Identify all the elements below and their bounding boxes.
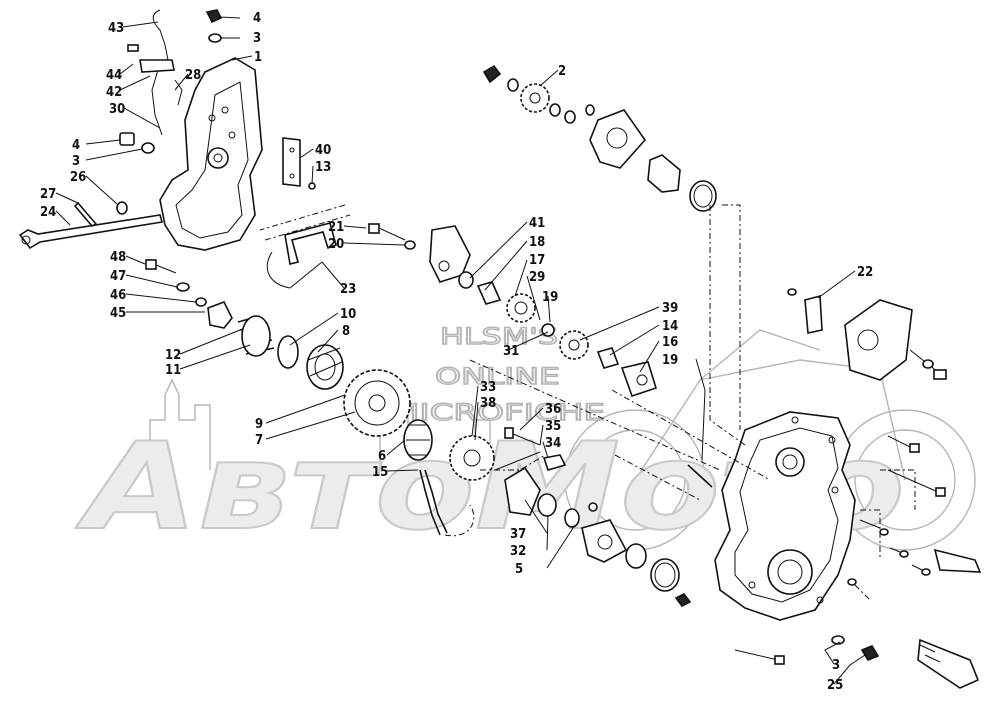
sensor-bracket-22 [787, 288, 947, 381]
callout-31: 31 [503, 344, 519, 359]
callout-26: 26 [70, 170, 86, 185]
callout-15: 15 [372, 465, 388, 480]
callout-3-left: 3 [72, 154, 80, 169]
callout-19-upper: 19 [542, 290, 558, 305]
callout-21: 21 [328, 220, 344, 235]
callout-18: 18 [529, 235, 545, 250]
callout-3-top: 3 [253, 31, 261, 46]
callout-38: 38 [480, 396, 496, 411]
callout-13: 13 [315, 160, 331, 175]
callout-46: 46 [110, 288, 126, 303]
tensioner-36-34 [504, 427, 567, 471]
output-shafts [917, 548, 982, 689]
drive-chain-15 [419, 469, 475, 537]
callout-6: 6 [378, 449, 386, 464]
callout-25: 25 [827, 678, 843, 693]
callout-36: 36 [545, 402, 561, 417]
callout-7: 7 [255, 433, 263, 448]
callout-28: 28 [185, 68, 201, 83]
seal-group-37-5 [504, 466, 680, 592]
parts [18, 9, 982, 689]
bearing-ring-group [277, 335, 344, 390]
callout-37: 37 [510, 527, 526, 542]
callout-4-left: 4 [72, 138, 80, 153]
callout-23: 23 [340, 282, 356, 297]
callout-35: 35 [545, 419, 561, 434]
small-gear-6 [403, 419, 433, 461]
left-bolt-washer [119, 132, 155, 154]
callout-17: 17 [529, 253, 545, 268]
callout-30: 30 [109, 102, 125, 117]
callout-10: 10 [340, 307, 356, 322]
callout-14: 14 [662, 319, 678, 334]
callout-8: 8 [342, 324, 350, 339]
top-bolt-washer [205, 9, 223, 43]
main-gearcase [714, 411, 856, 621]
callout-24: 24 [40, 205, 56, 220]
callout-39: 39 [662, 301, 678, 316]
watermark-line-2: ONLINE [435, 365, 560, 390]
bolt-21-20 [368, 223, 416, 250]
callout-29: 29 [529, 270, 545, 285]
callout-19-lower: 19 [662, 353, 678, 368]
callout-32: 32 [510, 544, 526, 559]
callout-leaders [55, 16, 866, 685]
bolt-stack-48-45 [145, 259, 233, 329]
callout-3-bottom: 3 [832, 658, 840, 673]
shaft-and-pin [18, 201, 164, 250]
callout-11: 11 [165, 363, 181, 378]
callout-1: 1 [254, 50, 262, 65]
callout-44: 44 [106, 68, 122, 83]
callout-2: 2 [558, 64, 566, 79]
bracket-plate [282, 137, 316, 190]
large-sprocket-7 [343, 369, 411, 437]
watermark-line-1: HLSM'S [440, 325, 558, 350]
callout-45: 45 [110, 306, 126, 321]
callout-34: 34 [545, 436, 561, 451]
callout-48: 48 [110, 250, 126, 265]
callout-41: 41 [529, 216, 545, 231]
callout-27: 27 [40, 187, 56, 202]
clutch-spring [237, 315, 275, 357]
chaincase-cover [159, 57, 263, 251]
callout-43: 43 [108, 21, 124, 36]
callout-40: 40 [315, 143, 331, 158]
idler-group [458, 271, 657, 398]
callout-47: 47 [110, 269, 126, 284]
callout-labels: 43 4 3 1 44 28 42 30 4 3 40 13 26 27 24 … [40, 11, 873, 693]
callout-33: 33 [480, 380, 496, 395]
guide-lines [259, 204, 916, 601]
callout-5: 5 [515, 562, 523, 577]
callout-22: 22 [857, 265, 873, 280]
sprocket-33-38 [449, 435, 541, 481]
spring-clip [264, 214, 351, 289]
top-gear-group [482, 64, 717, 212]
callout-12: 12 [165, 348, 181, 363]
callout-42: 42 [106, 85, 122, 100]
callout-16: 16 [662, 335, 678, 350]
cable-bracket [127, 9, 183, 136]
callout-20: 20 [328, 237, 344, 252]
callout-9: 9 [255, 417, 263, 432]
callout-4-top: 4 [253, 11, 261, 26]
